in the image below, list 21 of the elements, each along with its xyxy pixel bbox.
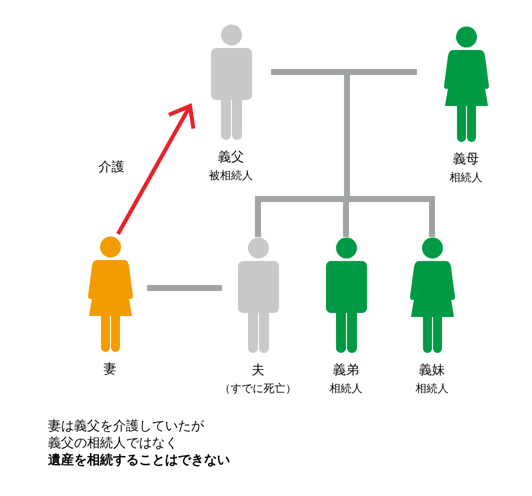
note-text: 義父の相続人ではなく [48,435,179,452]
person-name: 義父 [218,150,244,166]
person-name: 義妹 [419,363,445,379]
person-role: 被相続人 [209,169,253,183]
person-name: 義弟 [333,363,359,379]
person-role: （すでに死亡） [220,382,296,396]
person-role: 相続人 [450,171,482,185]
connector-line [344,72,350,199]
connector-line [347,69,417,75]
note-text: 妻は義父を介護していたが [48,418,205,435]
note-text: 遺産を相続することはできない [48,452,230,469]
arrow [116,104,196,235]
connector-line [347,196,435,237]
person-role: 相続人 [330,382,362,396]
connector-line [147,285,222,291]
person-role: 相続人 [416,382,448,396]
edge-label: 介護 [98,161,124,174]
person-name: 義母 [453,152,479,168]
connector-line [271,69,347,75]
person-name: 夫 [252,363,264,379]
person-name: 妻 [104,362,116,378]
